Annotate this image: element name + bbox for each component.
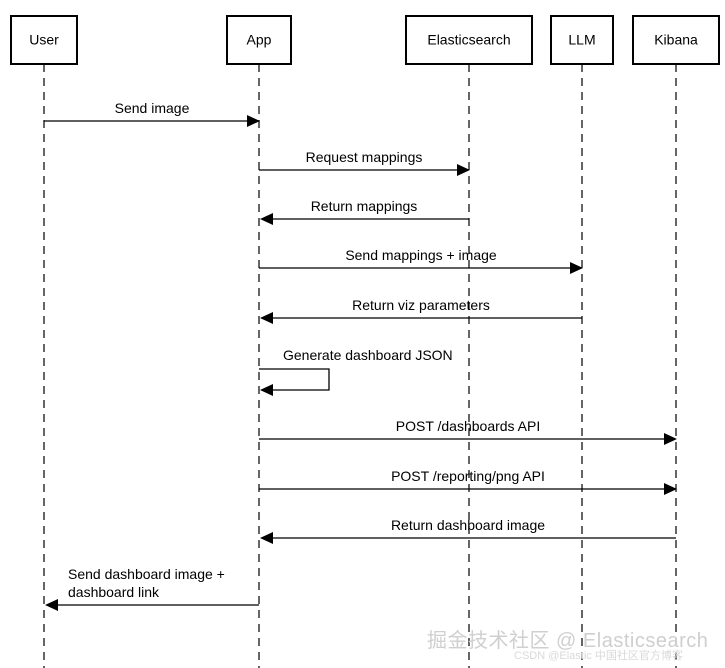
actor-kibana: Kibana (632, 15, 720, 668)
actor-box-llm (550, 15, 614, 65)
actor-es: Elasticsearch (405, 15, 533, 668)
message-label: Send image (115, 100, 190, 116)
actor-label-llm: LLM (568, 32, 595, 48)
actor-user: User (10, 15, 78, 668)
actor-box-user (10, 15, 78, 65)
message-9: Return dashboard image (260, 517, 676, 544)
message-label: Return dashboard image (391, 517, 545, 533)
arrow-head (664, 483, 677, 495)
message-4: Send mappings + image (259, 247, 583, 274)
actor-label-user: User (29, 32, 59, 48)
actor-label-es: Elasticsearch (427, 32, 510, 48)
arrow-head (260, 312, 273, 324)
message-label: Return viz parameters (352, 297, 490, 313)
message-label: Send mappings + image (345, 247, 497, 263)
arrow-head (45, 599, 58, 611)
arrow-head (247, 115, 260, 127)
message-8: POST /reporting/png API (259, 468, 677, 495)
message-7: POST /dashboards API (259, 418, 677, 445)
message-label: Send dashboard image + (68, 566, 225, 582)
message-label: dashboard link (68, 584, 160, 600)
arrow-head (260, 384, 273, 396)
watermark-sub: CSDN @Elastic 中国社区官方博客 (514, 650, 683, 662)
message-5: Return viz parameters (260, 297, 582, 324)
arrow-head (457, 164, 470, 176)
actor-box-kibana (632, 15, 720, 65)
message-2: Request mappings (259, 149, 470, 176)
message-label: POST /reporting/png API (391, 468, 545, 484)
message-label: Return mappings (311, 198, 418, 214)
message-line (259, 368, 330, 391)
message-label: Generate dashboard JSON (283, 347, 453, 363)
actor-box-es (405, 15, 533, 65)
message-label: POST /dashboards API (396, 418, 541, 434)
message-6: Generate dashboard JSON (259, 347, 453, 396)
watermark-main: 掘金技术社区 @ Elasticsearch (427, 630, 709, 652)
arrow-head (260, 532, 273, 544)
arrow-head (260, 213, 273, 225)
actor-box-app (226, 15, 292, 65)
actor-llm: LLM (550, 15, 614, 668)
actor-app: App (226, 15, 292, 668)
message-label: Request mappings (306, 149, 423, 165)
message-3: Return mappings (260, 198, 469, 225)
arrow-head (570, 262, 583, 274)
message-10: Send dashboard image + dashboard link (45, 566, 259, 611)
actor-label-app: App (247, 32, 272, 48)
arrow-head (664, 433, 677, 445)
message-1: Send image (44, 100, 260, 127)
actor-label-kibana: Kibana (654, 32, 698, 48)
